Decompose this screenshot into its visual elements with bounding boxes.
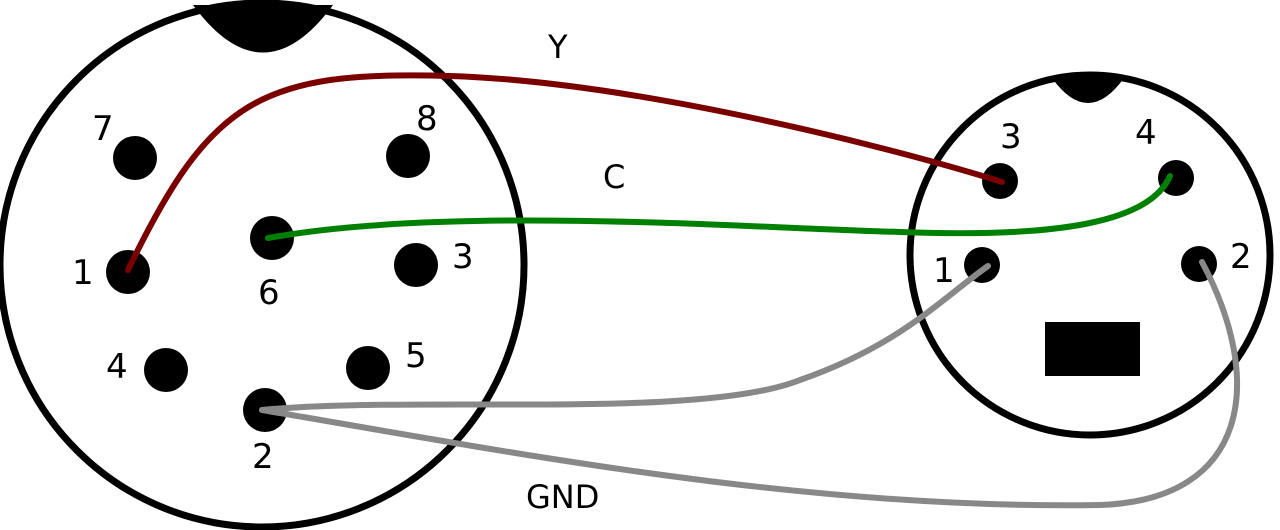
connector-right-key <box>1052 78 1124 103</box>
left-pin-3-label: 3 <box>452 237 474 277</box>
right-pin-1-label: 1 <box>933 251 955 291</box>
left-pin-7-label: 7 <box>92 109 114 149</box>
wire-gnd-2 <box>259 259 1240 509</box>
wire-c-label: C <box>603 158 625 196</box>
left-pin-3 <box>394 243 438 287</box>
wire-y <box>125 72 1005 273</box>
wire-c <box>265 173 1173 241</box>
wire-gnd-1 <box>259 263 991 413</box>
right-pin-4-label: 4 <box>1135 113 1157 153</box>
left-pin-8-label: 8 <box>416 99 438 139</box>
connector-right-block <box>1045 322 1140 376</box>
left-pin-5-label: 5 <box>405 336 427 376</box>
left-pin-1-label: 1 <box>72 253 94 293</box>
wire-gnd-label: GND <box>526 478 599 516</box>
wires <box>125 72 1240 509</box>
left-pin-8 <box>386 134 430 178</box>
left-pin-7 <box>113 136 157 180</box>
wire-y-label: Y <box>547 28 568 66</box>
connector-left: 7 8 1 6 3 4 5 2 <box>0 0 528 530</box>
connector-right: 3 4 1 2 <box>906 71 1274 439</box>
left-pin-6-label: 6 <box>258 273 280 313</box>
right-pin-2-label: 2 <box>1230 237 1252 277</box>
left-pin-4-label: 4 <box>106 347 128 387</box>
connector-left-key <box>193 5 333 53</box>
connector-right-body <box>906 71 1274 439</box>
left-pin-5 <box>346 346 390 390</box>
right-pin-3-label: 3 <box>1000 117 1022 157</box>
connector-left-body <box>0 0 528 530</box>
left-pin-2-label: 2 <box>252 437 274 477</box>
left-pin-4 <box>144 348 188 392</box>
